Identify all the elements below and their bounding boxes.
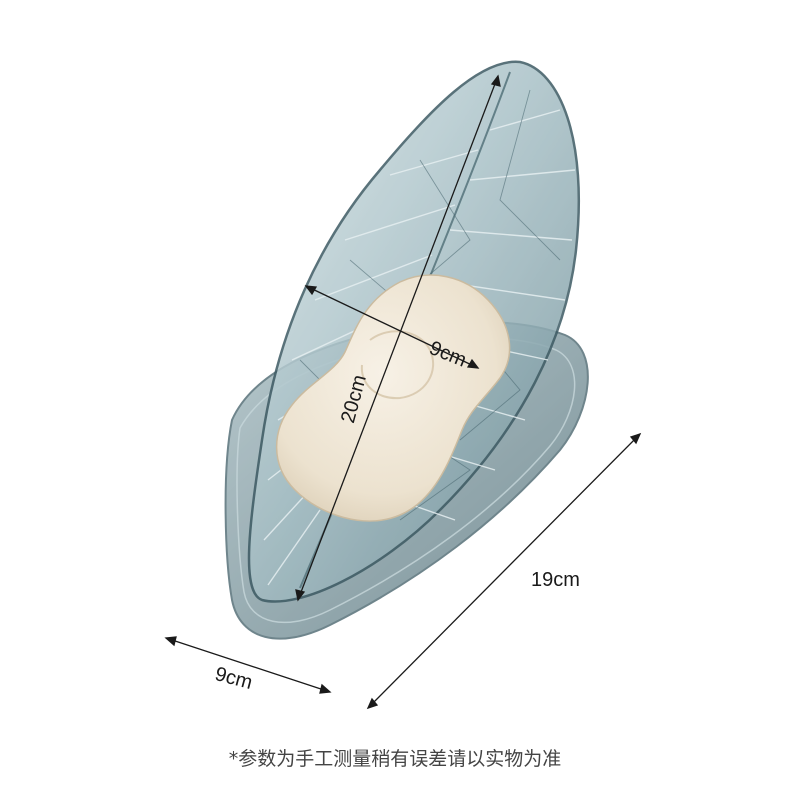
base-length-label: 19cm <box>531 569 580 591</box>
dimension-lines <box>164 74 642 710</box>
measurement-disclaimer: *参数为手工测量稍有误差请以实物为准 <box>228 748 562 770</box>
